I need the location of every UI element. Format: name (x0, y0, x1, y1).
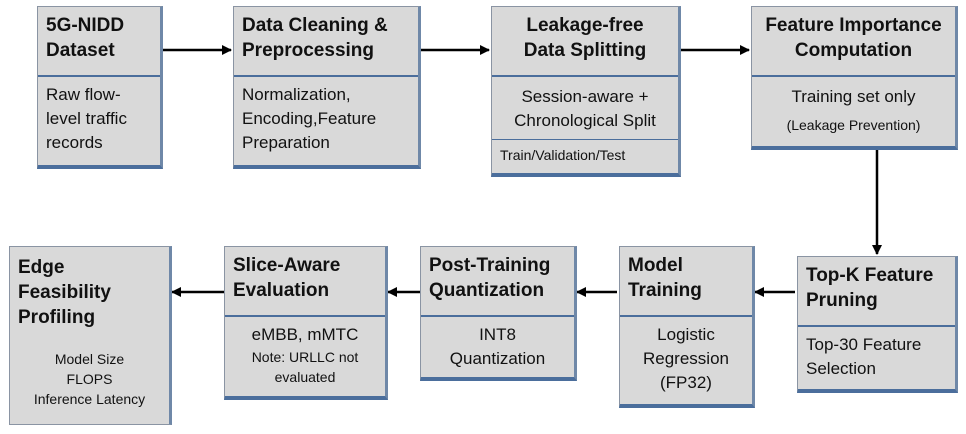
node-evaluation-body: eMBB, mMTC Note: URLLC not evaluated (251, 325, 359, 385)
node-evaluation-title: Slice-Aware Evaluation (225, 247, 385, 317)
node-pruning-body: Top-30 Feature Selection (806, 335, 922, 378)
node-splitting-sub: Train/Validation/Test (492, 139, 678, 170)
node-splitting: Leakage-free Data Splitting Session-awar… (491, 6, 681, 177)
node-training-body: Logistic Regression (FP32) (643, 325, 729, 392)
node-importance-body: Training set only (Leakage Prevention) (786, 87, 921, 133)
node-dataset-body: Raw flow- level traffic records (46, 85, 127, 152)
node-dataset: 5G-NIDD Dataset Raw flow- level traffic … (37, 6, 163, 169)
node-cleaning-body: Normalization, Encoding,Feature Preparat… (242, 85, 377, 152)
node-splitting-body: Session-aware + Chronological Split (514, 87, 656, 130)
node-importance: Feature Importance Computation Training … (751, 6, 958, 150)
node-quantization-title: Post-Training Quantization (421, 247, 574, 317)
node-profiling: Edge Feasibility Profiling Model Size FL… (9, 246, 172, 425)
node-training: Model Training Logistic Regression (FP32… (619, 246, 755, 408)
node-dataset-title: 5G-NIDD Dataset (38, 7, 160, 77)
node-cleaning-title: Data Cleaning & Preprocessing (234, 7, 418, 77)
node-quantization: Post-Training Quantization INT8 Quantiza… (420, 246, 577, 381)
node-cleaning: Data Cleaning & Preprocessing Normalizat… (233, 6, 421, 169)
node-splitting-title: Leakage-free Data Splitting (492, 7, 678, 77)
node-evaluation: Slice-Aware Evaluation eMBB, mMTC Note: … (224, 246, 388, 400)
node-profiling-body: Model Size FLOPS Inference Latency (33, 351, 146, 407)
node-profiling-title: Edge Feasibility Profiling (18, 257, 111, 328)
node-importance-title: Feature Importance Computation (752, 7, 955, 77)
node-quantization-body: INT8 Quantization (449, 325, 546, 368)
node-pruning-title: Top-K Feature Pruning (798, 257, 955, 327)
node-training-title: Model Training (620, 247, 752, 317)
node-pruning: Top-K Feature Pruning Top-30 Feature Sel… (797, 256, 958, 393)
